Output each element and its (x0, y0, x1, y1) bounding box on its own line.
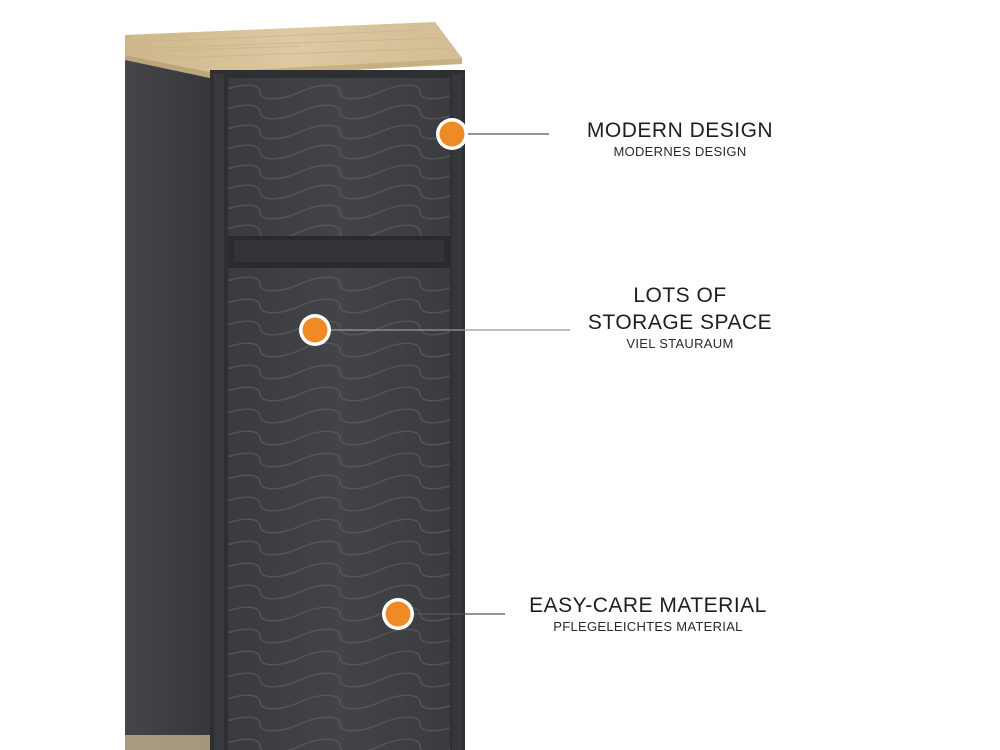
cabinet-door (228, 268, 450, 750)
wave-texture-line (228, 694, 450, 710)
cabinet-side-panel (125, 60, 210, 750)
wave-texture-line (228, 628, 450, 644)
recessed-handle (234, 240, 444, 262)
wave-texture-line (228, 342, 450, 358)
feature-title-line1: LOTS OF (633, 284, 727, 307)
feature-title: MODERN DESIGN (586, 119, 774, 142)
wave-texture-line (228, 716, 450, 732)
wave-texture-line (228, 408, 450, 424)
wave-texture-line (228, 672, 450, 688)
wave-texture-line (228, 430, 450, 446)
wave-texture-line (228, 276, 450, 292)
feature-title-line2: STORAGE SPACE (587, 311, 773, 334)
feature-subtitle: VIEL STAURAUM (626, 336, 734, 351)
wave-texture-line (228, 104, 450, 120)
marker-easy-care (382, 598, 414, 630)
wave-texture-line (228, 144, 450, 160)
wave-texture-line (228, 124, 450, 140)
feature-modern-design: MODERN DESIGN MODERNES DESIGN (520, 117, 840, 159)
wave-texture-line (228, 518, 450, 534)
wooden-top (125, 22, 462, 78)
wave-texture-line (228, 562, 450, 578)
feature-subtitle: PFLEGELEICHTES MATERIAL (553, 619, 743, 634)
wave-texture-line (228, 386, 450, 402)
wave-texture-line (228, 184, 450, 200)
marker-storage-space (299, 314, 331, 346)
wave-texture-line (228, 584, 450, 600)
marker-modern-design (436, 118, 468, 150)
feature-easy-care-material: EASY-CARE MATERIAL PFLEGELEICHTES MATERI… (488, 592, 808, 634)
wave-texture-line (228, 320, 450, 336)
wave-texture-line (228, 496, 450, 512)
wave-texture-line (228, 650, 450, 666)
wave-texture-line (228, 84, 450, 100)
feature-title: EASY-CARE MATERIAL (529, 594, 767, 617)
feature-subtitle: MODERNES DESIGN (613, 144, 747, 159)
wave-texture-line (228, 164, 450, 180)
wave-texture-line (228, 474, 450, 490)
wave-texture-line (228, 738, 450, 750)
wave-texture-line (228, 204, 450, 220)
wave-texture-line (228, 224, 450, 236)
wave-texture-line (228, 364, 450, 380)
feature-storage-space: LOTS OF STORAGE SPACE VIEL STAURAUM (520, 282, 840, 351)
cabinet-drawer (228, 78, 450, 236)
wave-texture-line (228, 452, 450, 468)
wave-texture-line (228, 540, 450, 556)
wave-texture-line (228, 298, 450, 314)
